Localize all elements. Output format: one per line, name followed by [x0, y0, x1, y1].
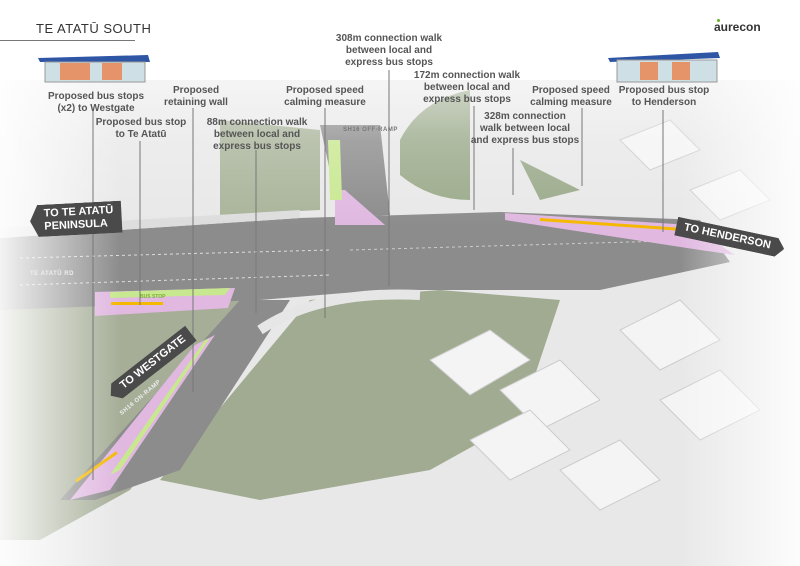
road-label-off-ramp: SH16 OFF-RAMP — [343, 127, 398, 133]
bus-shelter-image-right — [608, 52, 720, 83]
callout-line: between local and — [345, 45, 433, 56]
sign-line: PENINSULA — [44, 217, 109, 233]
bus-stop-marking: BUS STOP — [140, 294, 166, 300]
callout-line: 328m connection — [484, 111, 566, 122]
callout-leaders — [92, 70, 664, 480]
callout-line: to Henderson — [631, 97, 697, 108]
callout-line: 88m connection walk — [206, 117, 308, 128]
road-label-te-atatu-rd: TE ATATŪ RD — [30, 271, 74, 277]
callout-line: Proposed — [172, 85, 220, 96]
callout-line: Proposed speed — [532, 85, 610, 96]
callout-line: Proposed bus stop — [618, 85, 710, 96]
bus-shelter-image-left — [38, 55, 150, 83]
callout-line: Proposed bus stop — [95, 117, 187, 128]
callout-line: walk between local — [479, 123, 571, 134]
callout-line: 308m connection walk — [335, 33, 443, 44]
page-title: TE ATATŪ SOUTH — [36, 21, 152, 36]
callout-line: to Te Atatū — [115, 129, 167, 140]
callout-line: calming measure — [284, 97, 366, 108]
callout-line: between local and — [213, 129, 301, 140]
callout-line: and express bus stops — [470, 135, 580, 146]
callout-line: express bus stops — [423, 94, 511, 105]
callout-bus-stops-westgate: Proposed bus stops(x2) to Westgate — [48, 91, 144, 115]
callout-line: express bus stops — [213, 141, 301, 152]
callout-line: Proposed speed — [286, 85, 364, 96]
callout-line: Proposed bus stops — [47, 91, 145, 102]
logo-dot — [717, 19, 720, 22]
callout-line: express bus stops — [345, 57, 433, 68]
callout-line: 172m connection walk — [413, 70, 521, 81]
callout-line: between local and — [423, 82, 511, 93]
callout-line: calming measure — [530, 97, 612, 108]
callout-line: (x2) to Westgate — [57, 103, 135, 114]
title-divider — [0, 40, 135, 41]
callout-line: retaining wall — [164, 97, 228, 108]
aurecon-logo: aurecon — [714, 20, 761, 34]
